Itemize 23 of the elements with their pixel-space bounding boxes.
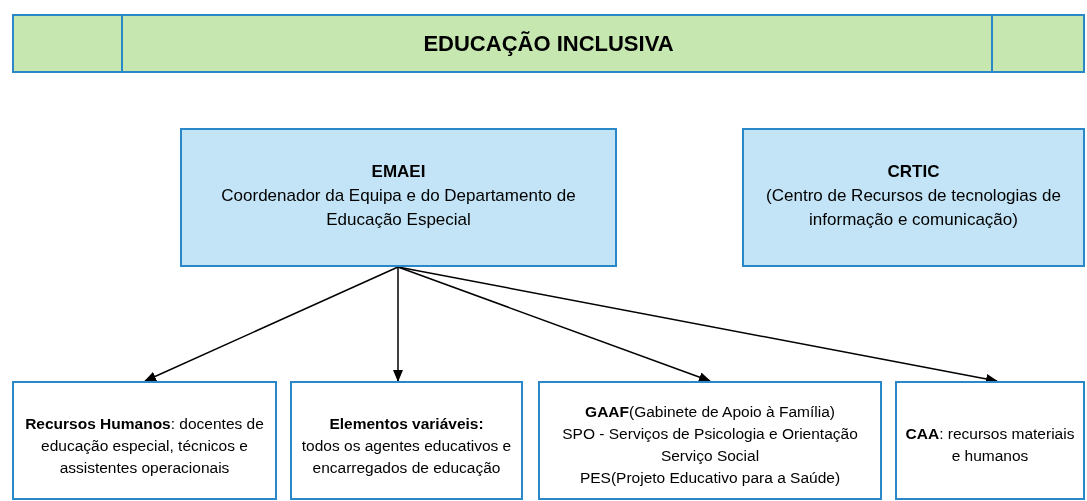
box-text: (Centro de Recursos de tecnologias de informação e comunicação)	[765, 185, 1062, 231]
arrow	[397, 266, 998, 384]
process-box	[895, 381, 1085, 500]
box-heading: CRTIC	[887, 161, 940, 183]
box-text: SPO - Serviços de Psicologia e Orientação	[562, 424, 858, 444]
process-box	[290, 381, 523, 500]
arrow	[397, 266, 711, 382]
box-text: Serviço Social	[660, 446, 760, 466]
process-box	[180, 128, 617, 267]
box-text: Recursos Humanos: docentes de educação especial, técnicos e assistentes operacionais	[24, 414, 265, 478]
box-text: GAAF(Gabinete de Apoio à Família)	[585, 402, 835, 422]
box-text: CAA: recursos materiais e humanos	[904, 424, 1076, 466]
diagram-title: EDUCAÇÃO INCLUSIVA	[423, 30, 674, 58]
box-text: Coordenador da Equipa e do Departamento de Educação Especial	[220, 185, 577, 231]
process-box	[742, 128, 1085, 267]
arrow	[393, 266, 403, 382]
box-heading: Elementos variáveis:	[329, 414, 484, 434]
box-text: PES(Projeto Educativo para a Saúde)	[579, 468, 841, 488]
box-heading: EMAEI	[371, 161, 426, 183]
process-box	[12, 381, 277, 500]
arrow	[144, 266, 399, 382]
box-text: todos os agentes educativos e encarregados de educação	[300, 436, 513, 478]
process-box	[538, 381, 882, 500]
